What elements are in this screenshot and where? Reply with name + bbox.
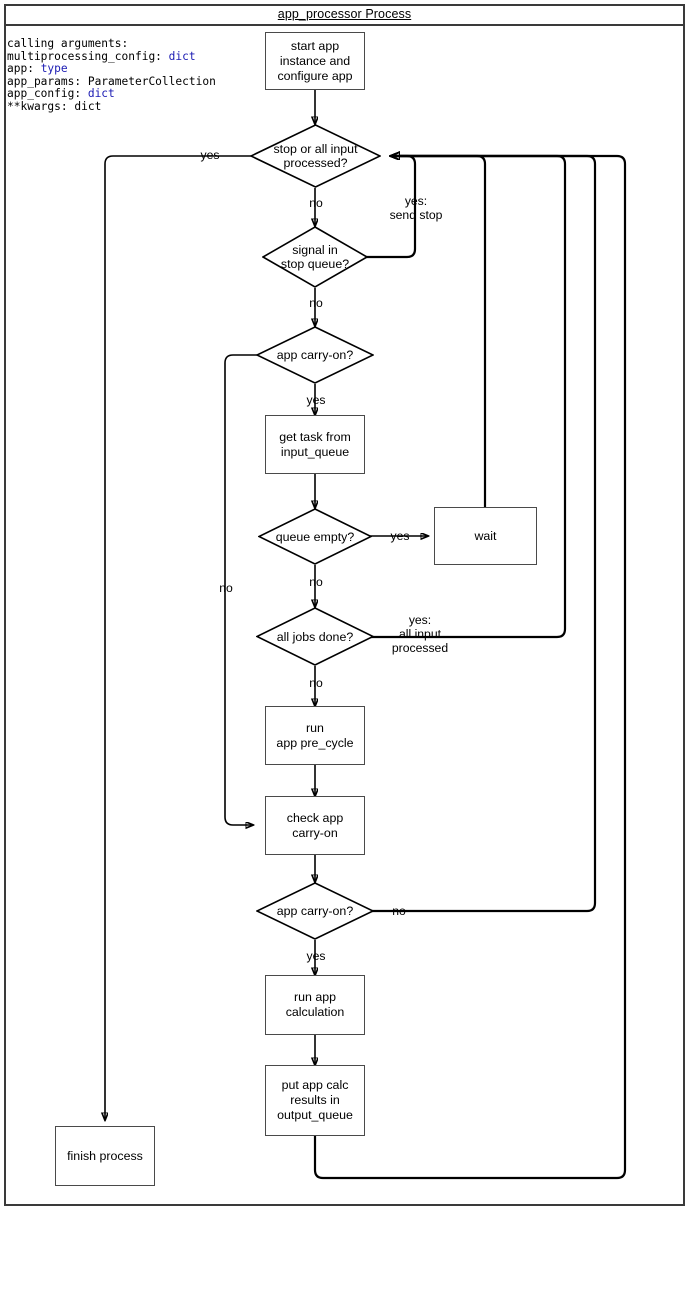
node-queue-empty-label: queue empty? [275, 529, 355, 544]
node-check-app-carry-on-label: check app carry-on [286, 810, 344, 840]
edge-label-carry-on-1-yes: yes [306, 393, 326, 407]
node-get-task-label: get task from input_queue [279, 429, 351, 459]
edge-label-all-jobs-yes: yes: all input processed [391, 613, 449, 655]
node-get-task[interactable]: get task from input_queue [265, 415, 365, 474]
node-app-carry-on-1[interactable]: app carry-on? [256, 326, 374, 384]
calling-arguments-heading: calling arguments: [7, 37, 129, 50]
page-title: app_processor Process [277, 6, 412, 21]
node-run-pre-cycle[interactable]: run app pre_cycle [265, 706, 365, 765]
node-put-results[interactable]: put app calc results in output_queue [265, 1065, 365, 1136]
edge-label-signal-no: no [309, 296, 323, 310]
calling-argument-type: dict [168, 49, 196, 63]
edge-label-carry-on-2-yes: yes [306, 949, 326, 963]
diamond-shape [250, 124, 381, 188]
node-run-app-calculation[interactable]: run app calculation [265, 975, 365, 1035]
node-wait[interactable]: wait [434, 507, 537, 565]
node-app-carry-on-2-label: app carry-on? [276, 904, 354, 918]
diamond-shape [256, 882, 374, 940]
edge-label-stop-yes: yes [200, 148, 220, 162]
diamond-shape [256, 326, 374, 384]
node-start-app[interactable]: start app instance and configure app [265, 32, 365, 90]
calling-argument-type: type [40, 62, 68, 76]
edge-label-carry-on-1-no: no [219, 581, 233, 595]
node-signal-in-stop-queue[interactable]: signal in stop queue? [262, 226, 368, 288]
edge-label-carry-on-2-no: no [392, 904, 406, 918]
diamond-shape [258, 508, 372, 565]
node-app-carry-on-2[interactable]: app carry-on? [256, 882, 374, 940]
node-run-pre-cycle-label: run app pre_cycle [276, 720, 354, 750]
node-check-app-carry-on[interactable]: check app carry-on [265, 796, 365, 855]
node-finish-process[interactable]: finish process [55, 1126, 155, 1186]
node-finish-process-label: finish process [67, 1148, 143, 1163]
node-all-jobs-done[interactable]: all jobs done? [256, 607, 374, 666]
calling-arguments-block: calling arguments: multiprocessing_confi… [7, 37, 216, 113]
node-signal-in-stop-queue-label: signal in stop queue? [280, 243, 350, 271]
node-start-app-label: start app instance and configure app [277, 38, 353, 83]
calling-argument-type: dict [87, 87, 115, 101]
edge-label-queue-empty-yes: yes [390, 529, 410, 543]
node-put-results-label: put app calc results in output_queue [277, 1078, 353, 1122]
node-all-jobs-done-label: all jobs done? [276, 629, 354, 644]
calling-argument-type: ParameterCollection [87, 74, 216, 88]
node-run-app-calculation-label: run app calculation [285, 990, 345, 1019]
diamond-shape [256, 607, 374, 666]
node-wait-label: wait [474, 528, 497, 543]
edge-label-queue-empty-no: no [309, 575, 323, 589]
node-stop-or-all-input-label: stop or all input processed? [273, 142, 358, 170]
edge-label-all-jobs-no: no [309, 676, 323, 690]
edge-label-stop-no: no [309, 196, 323, 210]
edge-label-signal-yes-send-stop: yes: send stop [389, 194, 443, 222]
node-stop-or-all-input[interactable]: stop or all input processed? [250, 124, 381, 188]
diamond-shape [262, 226, 368, 288]
process-title-bar: app_processor Process [4, 4, 685, 26]
node-queue-empty[interactable]: queue empty? [258, 508, 372, 565]
calling-argument-type: dict [74, 99, 102, 113]
node-app-carry-on-1-label: app carry-on? [276, 348, 354, 362]
